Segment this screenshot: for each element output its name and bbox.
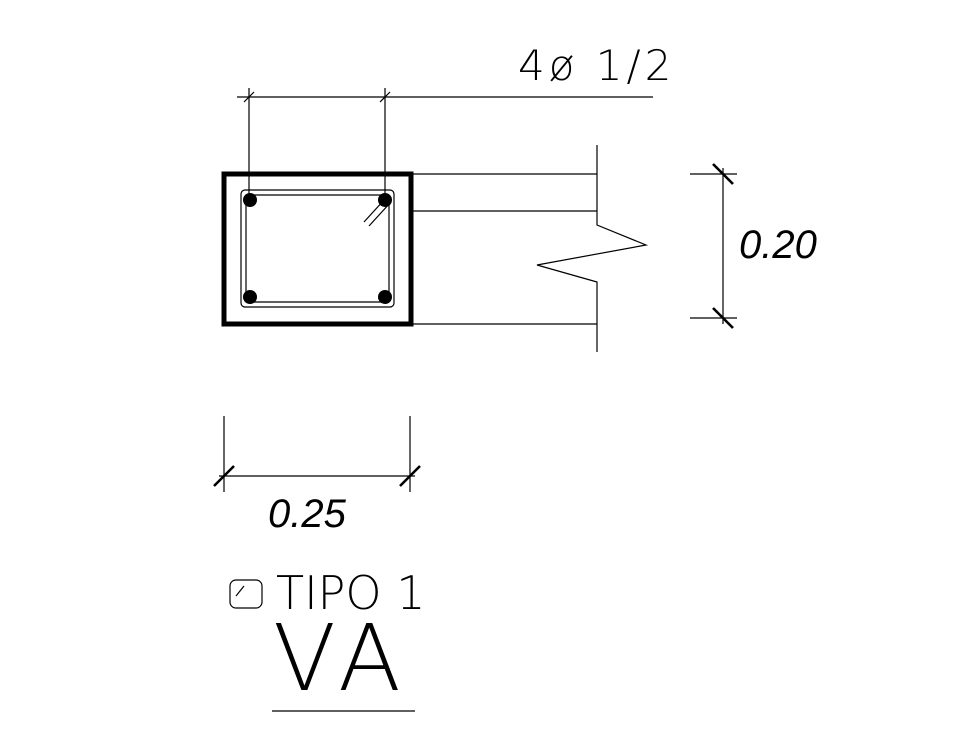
dim-height-label: 0.20 <box>739 223 817 267</box>
rebars <box>243 193 392 304</box>
dim-width-label: 0.25 <box>268 492 347 536</box>
section-title: VA <box>273 605 409 712</box>
slab-extension <box>411 145 649 352</box>
rebar-label: 4ø 1/2 <box>518 41 675 90</box>
dim-height <box>690 163 737 329</box>
stirrup-symbol-icon <box>229 579 263 609</box>
rebar-leader <box>237 88 653 197</box>
stirrup <box>240 189 395 308</box>
dim-width <box>213 416 421 492</box>
break-line <box>536 145 649 352</box>
rebar-bottom-left <box>243 290 257 304</box>
rebar-top-left <box>243 193 257 207</box>
rebar-bottom-right <box>378 290 392 304</box>
section-outline <box>221 171 414 327</box>
tipo-label: TIPO 1 <box>276 566 426 620</box>
rebar-top-right <box>378 193 392 207</box>
